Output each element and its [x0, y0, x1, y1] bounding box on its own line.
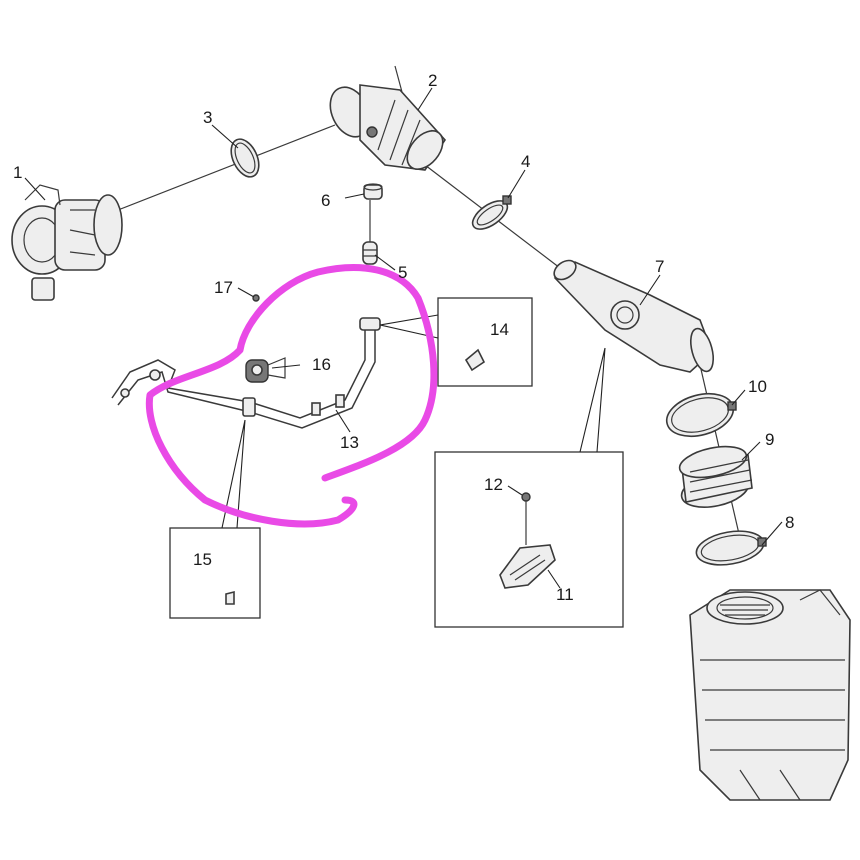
leader-13 — [335, 409, 351, 433]
turbocharger-icon — [11, 184, 123, 301]
hose-clamp-4-icon — [471, 195, 512, 230]
breather-hose-13-icon — [111, 317, 381, 429]
callout-16: 16 — [312, 355, 331, 374]
leader-11 — [547, 569, 561, 589]
leader-2 — [417, 87, 433, 111]
detail-box-14 — [437, 297, 533, 387]
rubber-coupling-9-icon — [678, 445, 753, 508]
detail-box-11 — [434, 451, 624, 628]
callout-17: 17 — [214, 278, 233, 297]
bolt-17-icon — [252, 294, 260, 302]
detail-box-11-leader — [579, 347, 606, 453]
nipple-5-icon — [362, 200, 378, 265]
check-valve-16-icon — [245, 357, 286, 383]
sensor-bracket-11-icon — [499, 544, 556, 589]
leader-6 — [344, 193, 365, 199]
leader-1 — [24, 177, 46, 201]
leader-12 — [507, 485, 523, 496]
leader-7 — [639, 274, 661, 306]
callout-1: 1 — [13, 163, 22, 182]
callout-15: 15 — [193, 550, 212, 569]
callout-4: 4 — [521, 152, 530, 171]
leader-10 — [731, 389, 746, 406]
callout-12: 12 — [484, 475, 503, 494]
callout-6: 6 — [321, 191, 330, 210]
clip-15-icon — [225, 590, 235, 605]
bolt-12-icon — [521, 492, 531, 545]
leader-5 — [374, 254, 396, 271]
callout-2: 2 — [428, 71, 437, 90]
callout-3: 3 — [203, 108, 212, 127]
hose-clamp-10-icon — [665, 392, 737, 438]
leader-17 — [237, 287, 255, 298]
leader-16 — [271, 364, 301, 369]
rubber-bellow-icon — [329, 65, 447, 171]
grommet-14-icon — [464, 348, 486, 372]
callout-5: 5 — [398, 263, 407, 282]
connector-6-icon — [363, 183, 383, 200]
hose-clamp-3-icon — [230, 138, 260, 178]
callout-13: 13 — [340, 433, 359, 452]
leader-8 — [761, 521, 783, 546]
air-duct-icon — [553, 259, 715, 373]
callout-11: 11 — [556, 585, 574, 604]
callout-8: 8 — [785, 513, 794, 532]
callout-9: 9 — [765, 430, 774, 449]
callout-7: 7 — [655, 257, 664, 276]
hose-clamp-8-icon — [695, 530, 767, 566]
assembly-axis-line-left — [117, 124, 336, 211]
leader-9 — [741, 441, 761, 461]
hand-drawn-circle-markup — [145, 264, 438, 528]
callout-10: 10 — [748, 377, 767, 396]
air-filter-housing-icon — [689, 589, 851, 801]
leader-4 — [507, 169, 526, 199]
detail-box-15 — [169, 527, 261, 619]
callout-14: 14 — [490, 320, 509, 339]
leader-3 — [211, 124, 239, 149]
